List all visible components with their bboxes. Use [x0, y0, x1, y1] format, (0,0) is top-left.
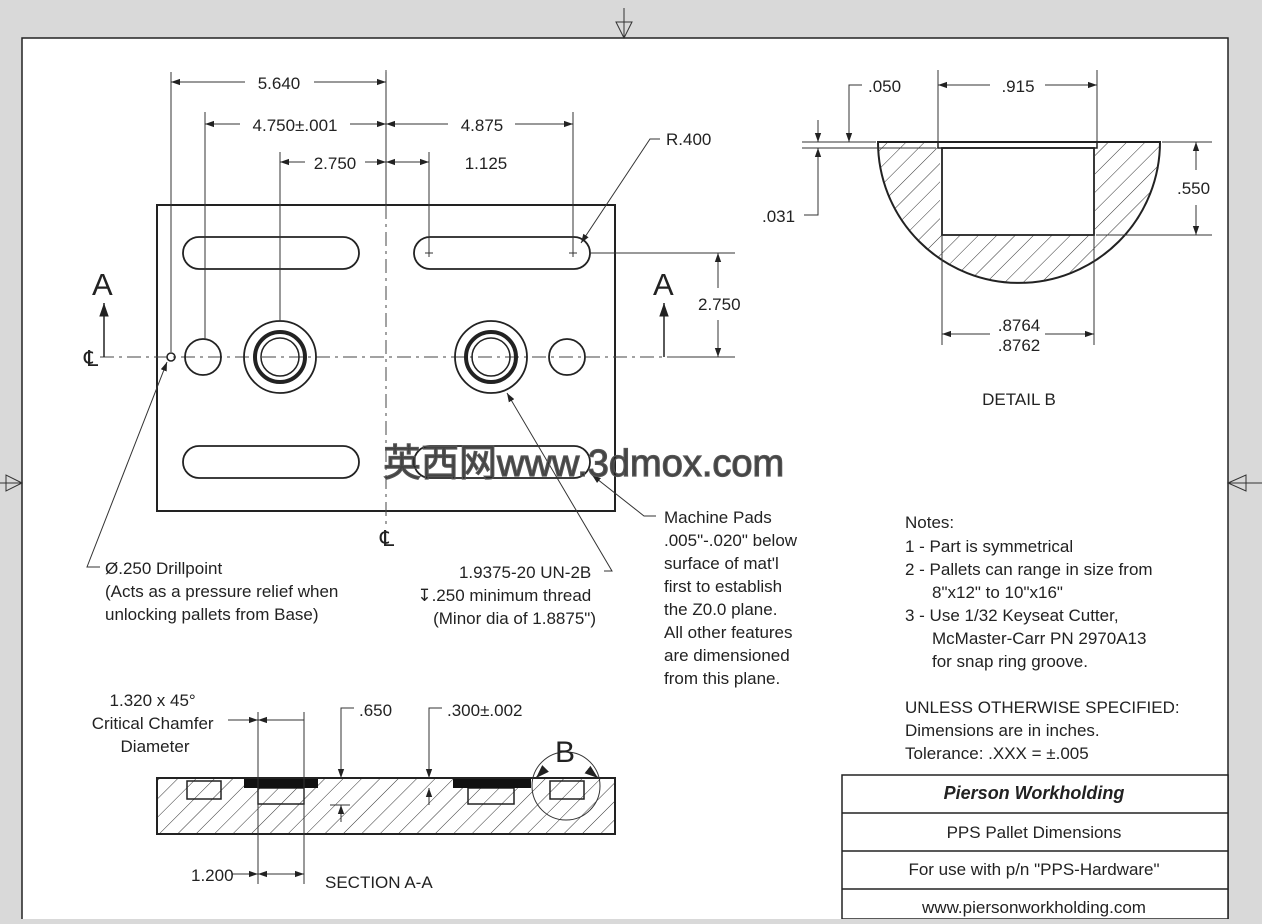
website: www.piersonworkholding.com: [921, 898, 1146, 917]
dim-2750-horizontal: 2.750: [314, 154, 357, 173]
dim-8762: .8762: [998, 336, 1041, 355]
title-block: Pierson Workholding PPS Pallet Dimension…: [841, 774, 1229, 920]
slot-bottom-right: [413, 445, 591, 479]
centerline-symbol-bottom: ℄: [379, 526, 395, 551]
detail-b-title: DETAIL B: [982, 390, 1056, 409]
dim-031: .031: [762, 207, 795, 226]
detail-b: .050 .915 .031 .550 .8764 .8762 DETAIL B: [762, 70, 1212, 409]
section-aa: 1.320 x 45° Critical Chamfer Diameter .6…: [92, 691, 616, 892]
boss-right-thread: [464, 330, 518, 384]
center-mark-left: [0, 474, 24, 492]
chamfer-left: [244, 778, 318, 788]
dim-300: .300±.002: [447, 701, 523, 720]
dim-550: .550: [1177, 179, 1210, 198]
slot-top-left: [182, 236, 360, 270]
usage-note: For use with p/n "PPS-Hardware": [908, 860, 1159, 879]
notes-heading: Notes:: [905, 513, 954, 532]
dim-2750-vertical: 2.750: [698, 295, 741, 314]
detail-bore: [941, 147, 1095, 236]
dim-5640: 5.640: [258, 74, 301, 93]
section-outline: [156, 777, 616, 835]
slot-bottom-left: [182, 445, 360, 479]
dim-650: .650: [359, 701, 392, 720]
dim-4750: 4.750±.001: [253, 116, 338, 135]
dim-4875: 4.875: [461, 116, 504, 135]
drillpoint: [166, 352, 176, 362]
dim-1125: 1.125: [465, 154, 508, 173]
watermark: 英西网www.3dmox.com: [383, 443, 784, 485]
boss-left-thread: [253, 330, 307, 384]
dim-1200: 1.200: [191, 866, 234, 885]
hole-left: [184, 338, 222, 376]
drawing-title: PPS Pallet Dimensions: [947, 823, 1122, 842]
center-mark-top: [615, 8, 633, 40]
center-mark-right: [1226, 474, 1262, 492]
section-letter-left: A: [92, 267, 113, 302]
centerline-symbol-left: ℄: [83, 346, 99, 371]
boss-right-outer: [454, 320, 528, 394]
notes-block: Notes: 1 - Part is symmetrical 2 - Palle…: [905, 513, 1184, 763]
machine-pads-note: Machine Pads .005"-.020" below surface o…: [664, 508, 802, 688]
top-view: 5.640 4.750±.001 4.875 2.750 1.125 R.400…: [83, 70, 802, 688]
dim-050: .050: [868, 77, 901, 96]
detail-b-callout-circle: [531, 751, 601, 821]
dim-8764: .8764: [998, 316, 1041, 335]
thread-note: 1.9375-20 UN-2B ↧.250 minimum thread (Mi…: [417, 563, 596, 628]
hole-right: [548, 338, 586, 376]
unless-specified: UNLESS OTHERWISE SPECIFIED: Dimensions a…: [905, 698, 1184, 763]
company-name: Pierson Workholding: [944, 783, 1125, 803]
detail-letter-b: B: [555, 736, 575, 769]
drillpoint-note: Ø.250 Drillpoint (Acts as a pressure rel…: [105, 559, 343, 624]
dim-r400: R.400: [666, 130, 711, 149]
section-letter-right: A: [653, 267, 674, 302]
dim-915: .915: [1001, 77, 1034, 96]
notes-list: 1 - Part is symmetrical 2 - Pallets can …: [905, 537, 1157, 671]
chamfer-right: [453, 778, 531, 788]
chamfer-note: 1.320 x 45° Critical Chamfer Diameter: [92, 691, 219, 756]
section-aa-title: SECTION A-A: [325, 873, 433, 892]
